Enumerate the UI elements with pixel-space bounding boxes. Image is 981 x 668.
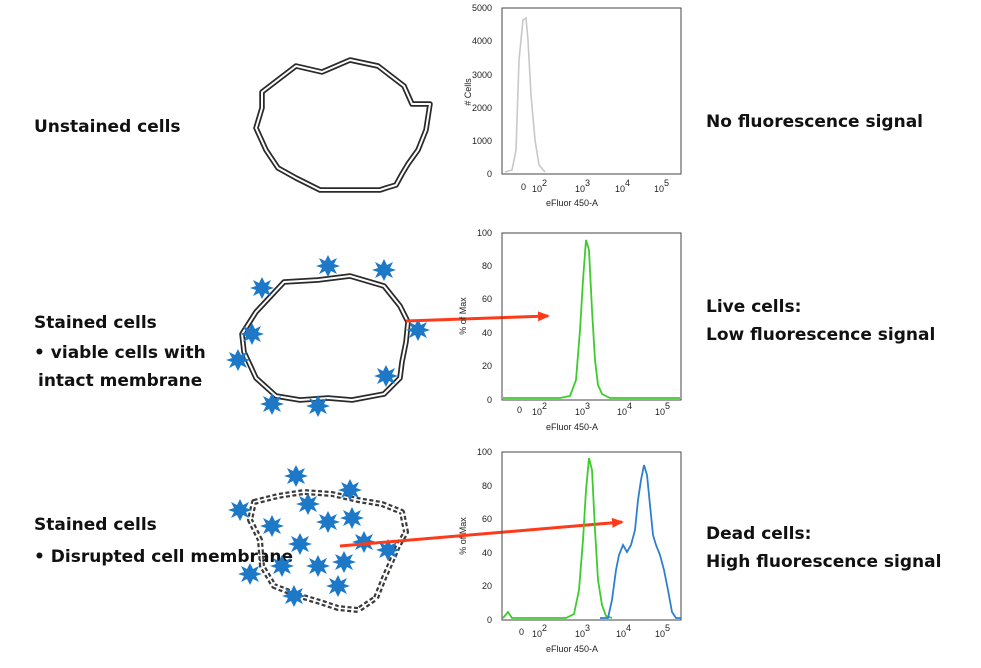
y-tick-label: 20 [482, 361, 492, 371]
dye-particle-icon [270, 555, 294, 577]
dye-particle-icon [332, 551, 356, 573]
x-tick-exponent: 4 [626, 623, 631, 633]
x-axis-label: eFluor 450-A [546, 644, 598, 654]
dye-particle-icon [306, 555, 330, 577]
x-tick-exponent: 3 [585, 401, 590, 411]
label-stained-cells-live: Stained cells [34, 313, 157, 333]
y-tick-labels: 5000 4000 3000 2000 1000 0 [472, 3, 492, 179]
y-tick-label: 1000 [472, 136, 492, 146]
x-tick-label: 10 [655, 407, 665, 417]
x-tick-label: 10 [532, 407, 542, 417]
x-tick-label: 0 [521, 182, 526, 192]
label-unstained-cells: Unstained cells [34, 117, 181, 137]
dead-population-trace [600, 464, 681, 619]
x-tick-label: 10 [575, 629, 585, 639]
live-trace [503, 239, 680, 399]
bullet-disrupted-membrane: Disrupted cell membrane [34, 542, 293, 572]
y-tick-label: 5000 [472, 3, 492, 13]
bullet-viable-cells: viable cells with [34, 338, 206, 368]
dye-particle-icon [238, 563, 262, 585]
dead-cell-icon [228, 465, 409, 613]
x-tick-exponent: 5 [664, 178, 669, 188]
arrow-to-live-histogram [405, 311, 550, 323]
label-no-fluorescence: No fluorescence signal [706, 112, 923, 132]
y-tick-label: 60 [482, 294, 492, 304]
y-tick-labels: 100 80 60 40 20 0 [477, 447, 492, 625]
x-tick-label: 10 [532, 184, 542, 194]
histogram-live: 100 80 60 40 20 0 % of Max 0 10 2 10 3 1… [458, 228, 682, 432]
dye-particle-icon [372, 259, 396, 281]
x-tick-label: 10 [654, 184, 664, 194]
y-tick-label: 80 [482, 261, 492, 271]
x-tick-labels: 0 10 2 10 3 10 4 10 5 [517, 401, 670, 417]
y-tick-label: 60 [482, 514, 492, 524]
dye-particle-icon [340, 507, 364, 529]
x-tick-exponent: 4 [627, 401, 632, 411]
label-high-fluorescence: High fluorescence signal [706, 552, 942, 572]
unstained-cell-icon [253, 57, 433, 193]
dye-particle-icon [296, 493, 320, 515]
live-cell-icon [226, 255, 430, 417]
x-tick-exponent: 5 [665, 401, 670, 411]
x-tick-exponent: 4 [625, 178, 630, 188]
dye-particle-icon [288, 533, 312, 555]
y-axis-label: % of Max [458, 517, 468, 555]
label-live-cells: Live cells: [706, 297, 802, 317]
y-tick-label: 100 [477, 447, 492, 457]
y-tick-label: 20 [482, 581, 492, 591]
dye-particle-icon [316, 255, 340, 277]
x-axis-label: eFluor 450-A [546, 422, 598, 432]
x-tick-labels: 0 10 2 10 3 10 4 10 5 [519, 623, 670, 639]
y-tick-label: 0 [487, 169, 492, 179]
plot-frame [501, 451, 682, 621]
x-tick-label: 10 [655, 629, 665, 639]
x-tick-labels: 0 10 2 10 3 10 4 10 5 [521, 178, 669, 194]
y-tick-labels: 100 80 60 40 20 0 [477, 228, 492, 405]
dye-particle-icon [326, 575, 350, 597]
x-tick-exponent: 3 [585, 178, 590, 188]
bullet-intact-membrane: intact membrane [38, 371, 203, 391]
x-tick-label: 10 [532, 629, 542, 639]
x-tick-exponent: 3 [585, 623, 590, 633]
x-tick-exponent: 2 [542, 178, 547, 188]
x-tick-label: 10 [575, 407, 585, 417]
y-axis-label: # Cells [463, 78, 473, 106]
y-tick-label: 100 [477, 228, 492, 238]
y-tick-label: 40 [482, 328, 492, 338]
label-low-fluorescence: Low fluorescence signal [706, 325, 936, 345]
x-tick-exponent: 5 [665, 623, 670, 633]
x-tick-exponent: 2 [542, 401, 547, 411]
unstained-trace [504, 16, 546, 173]
x-tick-exponent: 2 [542, 623, 547, 633]
x-axis-label: eFluor 450-A [546, 198, 598, 208]
y-tick-label: 40 [482, 548, 492, 558]
y-tick-label: 4000 [472, 36, 492, 46]
label-stained-cells-dead: Stained cells [34, 515, 157, 535]
y-tick-label: 0 [487, 395, 492, 405]
x-tick-label: 10 [617, 407, 627, 417]
dye-particle-icon [316, 511, 340, 533]
x-tick-label: 10 [616, 629, 626, 639]
dye-particle-icon [282, 585, 306, 607]
x-tick-label: 0 [519, 627, 524, 637]
x-tick-label: 10 [615, 184, 625, 194]
plot-frame [501, 7, 682, 175]
histogram-dead: 100 80 60 40 20 0 % of Max 0 10 2 10 3 1… [458, 447, 682, 654]
live-population-trace [502, 457, 613, 619]
dye-particle-icon [260, 515, 284, 537]
dye-particle-icon [284, 465, 308, 487]
x-tick-label: 0 [517, 405, 522, 415]
arrow-to-dead-histogram [339, 517, 624, 548]
y-tick-label: 3000 [472, 70, 492, 80]
dye-particle-icon [228, 499, 252, 521]
y-tick-label: 2000 [472, 103, 492, 113]
histogram-unstained: 5000 4000 3000 2000 1000 0 # Cells 0 10 … [463, 3, 682, 208]
y-tick-label: 80 [482, 481, 492, 491]
y-axis-label: % of Max [458, 297, 468, 335]
y-tick-label: 0 [487, 615, 492, 625]
x-tick-label: 10 [575, 184, 585, 194]
label-dead-cells: Dead cells: [706, 524, 812, 544]
plot-frame [501, 232, 682, 401]
